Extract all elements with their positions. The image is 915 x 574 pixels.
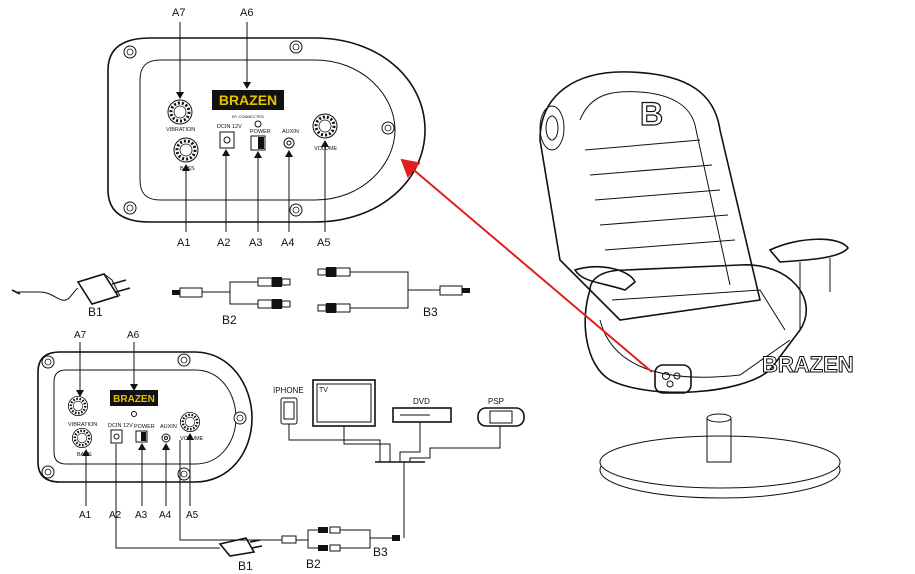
vibration-label: VIBRATION [166, 127, 195, 133]
callout-a5: A5 [186, 510, 199, 521]
volume-knob [311, 112, 339, 140]
splitter-cable-icon [172, 276, 291, 310]
callout-a2: A2 [217, 237, 230, 249]
control-panel-bottom: VIBRATION BASS VOLUME BRAZEN DCIN 12V PO… [37, 330, 400, 573]
panel-inner [139, 59, 396, 201]
led-indicator [131, 411, 137, 417]
callout-a1: A1 [177, 237, 190, 249]
screw-icon [41, 465, 55, 479]
label-b1: B1 [88, 305, 103, 319]
dcin-label: DCIN 12V [108, 423, 133, 429]
power-switch [135, 430, 148, 443]
chair-brand-text: BRAZEN [762, 352, 854, 377]
vibration-label: VIBRATION [68, 422, 97, 428]
callout-a6: A6 [127, 330, 140, 341]
screw-icon [123, 45, 137, 59]
brand-logo-text: BRAZEN [219, 92, 277, 108]
red-pointer-arrow [400, 158, 653, 373]
auxin-port [283, 137, 295, 149]
chair-logo-letter: B [640, 96, 663, 132]
callout-a7: A7 [172, 7, 185, 19]
chair-backrest [539, 71, 761, 321]
callout-a6: A6 [240, 7, 253, 19]
label-b2: B2 [306, 557, 321, 571]
label-b1: B1 [238, 559, 253, 573]
label-b3: B3 [373, 545, 388, 559]
bass-label: BASS [77, 452, 92, 458]
dvd-icon [392, 407, 452, 423]
volume-knob [179, 411, 201, 433]
vibration-knob [166, 98, 194, 126]
power-label: POWER [134, 424, 155, 430]
screw-icon [233, 411, 247, 425]
chair-armrest-left [573, 266, 636, 291]
control-panel-top: VIBRATION BASS VOLUME BRAZEN BY CONNECTE… [107, 7, 426, 249]
gaming-chair: B BRAZEN [539, 71, 854, 499]
screw-icon [289, 203, 303, 217]
media-devices: IPHONE TV DVD PSP [273, 379, 525, 538]
screw-icon [123, 201, 137, 215]
dcin-label: DCIN 12V [217, 124, 242, 130]
callout-a4: A4 [281, 237, 294, 249]
auxin-port [161, 433, 171, 443]
panel-inner [53, 369, 237, 465]
chair-control-panel [654, 364, 692, 394]
power-adapter-icon [218, 537, 263, 557]
aux-cable [179, 440, 282, 541]
screw-icon [381, 121, 395, 135]
brand-sub-text: BY CONNECTED [232, 114, 264, 119]
bass-knob [71, 427, 93, 449]
dc-cable [115, 444, 220, 549]
speaker-icon [539, 105, 565, 151]
callout-a4: A4 [159, 510, 172, 521]
psp-label: PSP [488, 397, 504, 406]
callout-a5: A5 [317, 237, 330, 249]
bass-knob [172, 136, 200, 164]
label-b2: B2 [222, 313, 237, 327]
screw-icon [41, 355, 55, 369]
callout-a2: A2 [109, 510, 122, 521]
power-adapter-icon [11, 273, 131, 305]
power-switch [250, 135, 266, 151]
led-indicator [254, 120, 262, 128]
rca-cable-icon [317, 266, 470, 314]
screw-icon [177, 353, 191, 367]
chair-armrest-right [768, 238, 849, 263]
brand-logo [212, 90, 284, 110]
screw-icon [289, 40, 303, 54]
dcin-port [219, 131, 235, 149]
callout-a3: A3 [249, 237, 262, 249]
bass-label: BASS [180, 166, 195, 172]
auxin-label: AUXIN [160, 424, 177, 430]
callout-a7: A7 [74, 330, 87, 341]
dvd-label: DVD [413, 397, 430, 406]
panel-outer [37, 351, 253, 483]
psp-icon [477, 407, 525, 427]
dcin-port [110, 429, 123, 444]
accessories: B1 B2 B3 [11, 266, 470, 327]
vibration-knob [67, 395, 89, 417]
iphone-label: IPHONE [273, 386, 304, 395]
panel-outer [107, 37, 426, 223]
label-b3: B3 [423, 305, 438, 319]
power-label: POWER [250, 129, 271, 135]
chair-seat [584, 264, 807, 394]
brand-logo [110, 390, 158, 406]
callout-a1: A1 [79, 510, 92, 521]
volume-label: VOLUME [180, 436, 204, 442]
callout-a3: A3 [135, 510, 148, 521]
splitter-cable-icon [281, 526, 400, 552]
tv-label: TV [319, 387, 328, 394]
volume-label: VOLUME [314, 146, 338, 152]
brand-logo-text: BRAZEN [113, 394, 155, 405]
auxin-label: AUXIN [282, 129, 299, 135]
